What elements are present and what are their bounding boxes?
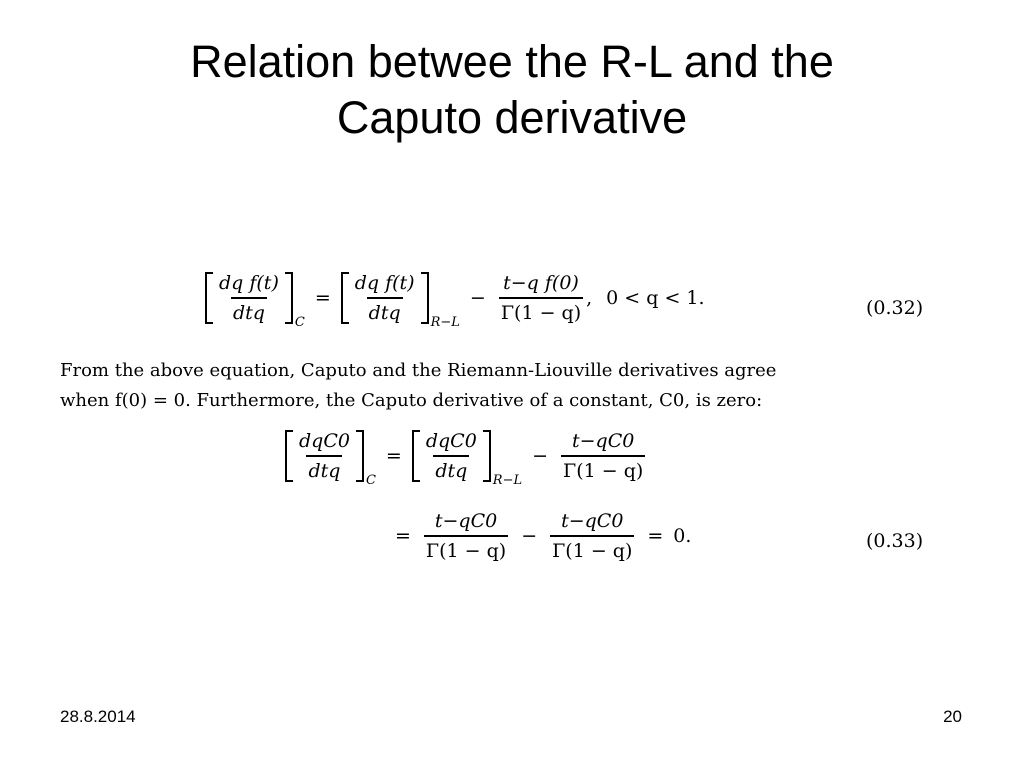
caputo-fraction: dq f(t) dtq (214, 272, 284, 324)
result-numerator-1: t−qC0 (434, 510, 498, 532)
equals-sign-final: = (647, 525, 664, 547)
caputo-const-bracket: dqC0 dtq (285, 430, 364, 482)
correction-fraction: t−q f(0) Γ(1 − q) (496, 272, 586, 324)
slide-title-line1: Relation betwee the R-L and the (190, 36, 834, 87)
caputo-bracket: dq f(t) dtq (205, 272, 293, 324)
caputo-denominator: dtq (230, 297, 267, 324)
footer-page-number: 20 (943, 707, 962, 726)
const-correction-numerator: t−qC0 (571, 430, 635, 452)
const-correction-fraction: t−qC0 Γ(1 − q) (558, 430, 648, 482)
slide-title-line2: Caputo derivative (336, 92, 688, 143)
rl-bracket: dq f(t) dtq (340, 272, 429, 324)
result-denominator-2: Γ(1 − q) (550, 535, 635, 562)
caputo-const-denominator: dtq (306, 455, 343, 482)
equation-0-33-line1: dqC0 dtq C = dqC0 dtq R−L − t−qC0 Γ(1 − … (285, 430, 648, 488)
caputo-const-subscript: C (365, 473, 376, 488)
caputo-const-numerator: dqC0 (299, 430, 350, 452)
rl-fraction: dq f(t) dtq (350, 272, 420, 324)
rl-const-bracket: dqC0 dtq (411, 430, 491, 482)
rl-const-denominator: dtq (433, 455, 470, 482)
rl-numerator: dq f(t) (354, 272, 415, 294)
equals-sign: = (385, 445, 402, 467)
equation-0-33-line2: = t−qC0 Γ(1 − q) − t−qC0 Γ(1 − q) = 0. (395, 510, 691, 562)
caputo-numerator: dq f(t) (219, 272, 279, 294)
slide-title: Relation betwee the R-L and the Caputo d… (0, 34, 1024, 146)
equals-sign: = (314, 287, 331, 309)
rl-const-numerator: dqC0 (425, 430, 477, 452)
explanation-paragraph: From the above equation, Caputo and the … (60, 356, 940, 416)
equation-number-0-33: (0.33) (866, 530, 924, 552)
equals-sign: = (395, 525, 411, 547)
paragraph-line2: when f(0) = 0. Furthermore, the Caputo d… (60, 390, 763, 411)
rl-const-fraction: dqC0 dtq (421, 430, 482, 482)
const-correction-denominator: Γ(1 − q) (561, 455, 646, 482)
result-numerator-2: t−qC0 (561, 510, 624, 532)
rl-subscript: R−L (430, 315, 460, 330)
footer-date: 28.8.2014 (60, 707, 136, 726)
paragraph-line1: From the above equation, Caputo and the … (60, 360, 777, 381)
equation-0-32: dq f(t) dtq C = dq f(t) dtq R−L − t−q f(… (205, 272, 705, 330)
rl-denominator: dtq (366, 297, 403, 324)
result-fraction-2: t−qC0 Γ(1 − q) (547, 510, 637, 562)
correction-denominator: Γ(1 − q) (498, 297, 584, 324)
comma: , (586, 287, 593, 309)
condition: 0 < q < 1. (606, 287, 705, 309)
correction-numerator: t−q f(0) (503, 272, 579, 294)
minus-sign: − (532, 445, 549, 467)
caputo-const-fraction: dqC0 dtq (294, 430, 355, 482)
minus-sign: − (469, 287, 486, 309)
result-value: 0. (673, 525, 692, 547)
rl-const-subscript: R−L (492, 473, 523, 488)
result-denominator-1: Γ(1 − q) (423, 535, 509, 562)
minus-sign: − (521, 525, 538, 547)
result-fraction-1: t−qC0 Γ(1 − q) (421, 510, 511, 562)
equation-number-0-32: (0.32) (866, 297, 924, 319)
caputo-subscript: C (294, 315, 305, 330)
